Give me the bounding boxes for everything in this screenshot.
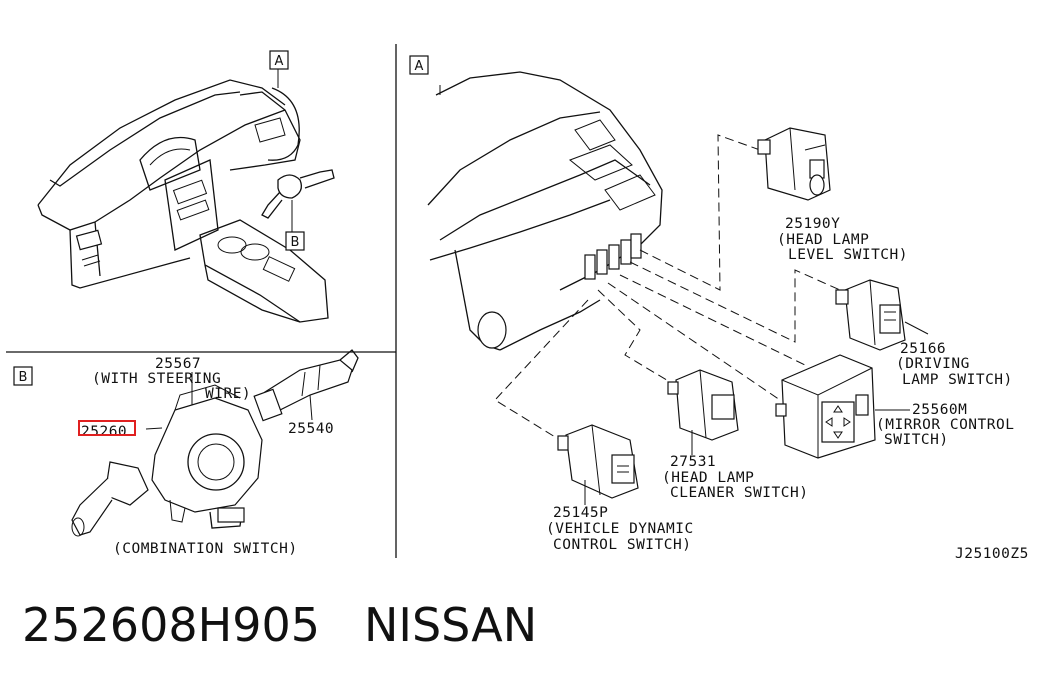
part-number-25260: 25260 — [81, 424, 127, 440]
panel-box-b — [13, 366, 33, 386]
callout-box-b-overview — [285, 231, 305, 251]
part-number-25540: 25540 — [288, 421, 334, 437]
head-lamp-level-switch-illustration — [757, 127, 831, 201]
leader-25540 — [309, 394, 313, 421]
head-lamp-cleaner-switch-illustration — [667, 369, 739, 455]
vdc-switch-illustration — [557, 424, 639, 505]
part-desc-25567-line1: (WITH STEERING — [92, 371, 221, 387]
footer-part-info: 252608H905 NISSAN — [22, 598, 537, 652]
part-desc-25166-line1: (DRIVING — [896, 356, 970, 372]
part-desc-25190Y-line1: (HEAD LAMP — [777, 232, 869, 248]
highlight-box-25260 — [78, 420, 136, 436]
part-desc-25567-line2: WIRE) — [205, 386, 251, 402]
panel-label-a: A — [415, 59, 424, 74]
part-number-25560M: 25560M — [912, 402, 967, 418]
instrument-panel-illustration — [427, 71, 663, 351]
driving-lamp-switch-illustration — [835, 279, 929, 351]
part-desc-27531-line1: (HEAD LAMP — [662, 470, 754, 486]
footer-brand: NISSAN — [364, 598, 538, 652]
combination-switch-caption: (COMBINATION SWITCH) — [113, 541, 298, 557]
drawing-code: J25100Z5 — [955, 546, 1029, 562]
part-number-27531: 27531 — [670, 454, 716, 470]
footer-part-number: 252608H905 — [22, 598, 320, 652]
part-desc-27531-line2: CLEANER SWITCH) — [670, 485, 808, 501]
panel-label-b: B — [19, 370, 28, 385]
dashboard-overview-illustration — [37, 68, 335, 323]
part-desc-25166-line2: LAMP SWITCH) — [902, 372, 1013, 388]
leader-25260 — [145, 427, 163, 430]
part-desc-25560M-line1: (MIRROR CONTROL — [876, 417, 1014, 433]
part-desc-25145P-line2: CONTROL SWITCH) — [553, 537, 691, 553]
callout-label-b-overview: B — [291, 235, 300, 250]
part-number-25145P: 25145P — [553, 505, 608, 521]
part-desc-25560M-line2: SWITCH) — [884, 432, 949, 448]
callout-box-a-overview — [269, 50, 289, 70]
mirror-control-switch-illustration — [775, 354, 910, 459]
part-number-25190Y: 25190Y — [785, 216, 840, 232]
part-desc-25145P-line1: (VEHICLE DYNAMIC — [546, 521, 694, 537]
combination-switch-illustration — [71, 349, 359, 537]
part-number-25166: 25166 — [900, 341, 946, 357]
part-desc-25190Y-line2: LEVEL SWITCH) — [788, 247, 908, 263]
part-number-25567: 25567 — [155, 356, 201, 372]
callout-label-a-overview: A — [275, 54, 284, 69]
dashed-guides — [494, 134, 841, 441]
panel-box-a — [409, 55, 429, 75]
